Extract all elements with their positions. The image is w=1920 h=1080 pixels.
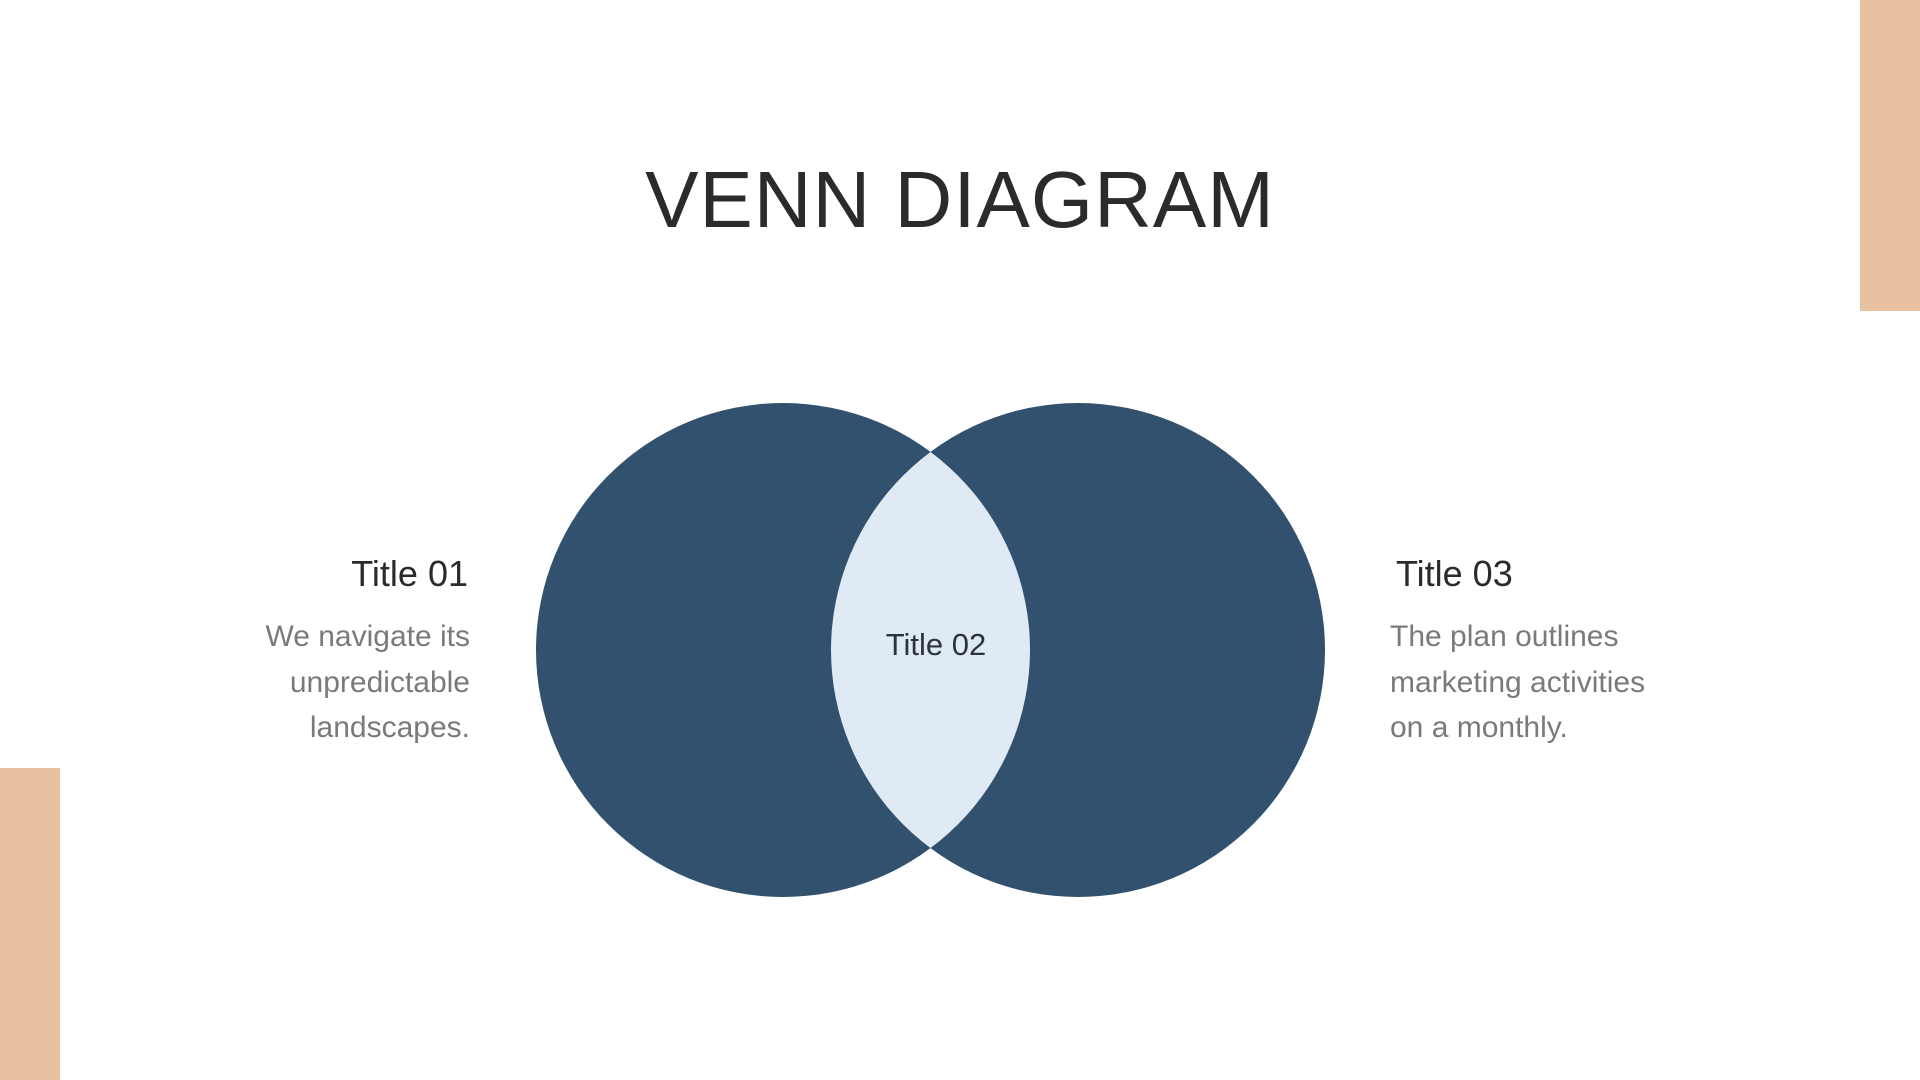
slide-title: VENN DIAGRAM: [645, 155, 1275, 244]
venn-intersection: [831, 403, 1030, 897]
left-block-body: We navigate its unpredictable landscapes…: [265, 620, 470, 744]
intersection-title: Title 02: [885, 627, 987, 662]
right-block-title: Title 03: [1396, 553, 1513, 594]
right-block-body: The plan outlines marketing activities o…: [1390, 620, 1646, 744]
accent-bar-bottom-left: [0, 768, 60, 1080]
accent-bar-top-right: [1860, 0, 1920, 311]
left-block-title: Title 01: [351, 553, 468, 594]
